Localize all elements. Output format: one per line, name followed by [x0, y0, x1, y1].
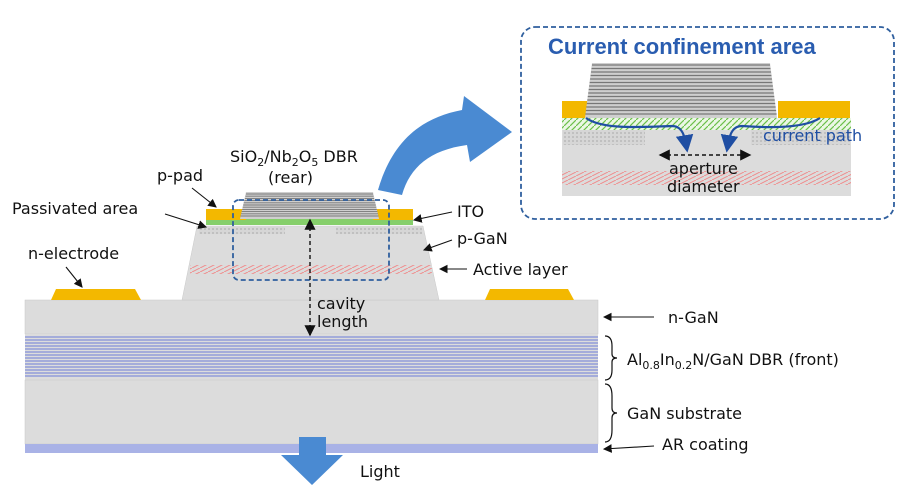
- light-label: Light: [360, 462, 400, 481]
- dbr-rear-stripes: [240, 193, 379, 217]
- n-electrode-left: [51, 289, 141, 300]
- dbr-front-stripes: [25, 336, 598, 377]
- substrate-brace: [604, 383, 618, 443]
- n-electrode-right: [485, 289, 574, 300]
- n-electrode-leader: [65, 266, 83, 288]
- light-arrow: [281, 437, 343, 485]
- ito-label: ITO: [457, 202, 484, 221]
- dbr-front-brace: [604, 335, 618, 381]
- gan-substrate-layer: [24, 379, 599, 445]
- current-path-right: [720, 117, 821, 153]
- dbr-front-label: Al0.8In0.2N/GaN DBR (front): [627, 350, 839, 372]
- dbr-rear-label: SiO2/Nb2O5 DBR: [230, 147, 358, 169]
- n-gan-label: n-GaN: [668, 308, 719, 327]
- dbr-front-layer: [25, 334, 598, 380]
- zoom-box: [232, 199, 390, 281]
- inset-dbr-stripes: [585, 64, 777, 115]
- ar-coating-leader: [602, 444, 655, 453]
- inset-active-layer: [562, 171, 851, 185]
- zoom-arrow: [378, 96, 512, 195]
- dbr-rear-label-line2: (rear): [268, 168, 313, 187]
- aperture-label-1: aperture: [669, 159, 738, 178]
- inset-passivated-left: [563, 130, 645, 145]
- inset-dbr: [585, 63, 777, 118]
- inset-passivated-right: [751, 130, 850, 145]
- cavity-length-label-1: cavity: [317, 294, 365, 313]
- inset-title: Current confinement area: [548, 34, 816, 59]
- substrate-label: GaN substrate: [627, 404, 742, 423]
- active-layer-label: Active layer: [473, 260, 568, 279]
- p-gan-leader: [422, 239, 453, 252]
- aperture-label-2: diameter: [667, 177, 740, 196]
- passivated-area-right: [336, 227, 422, 234]
- current-path-left: [585, 117, 694, 153]
- p-pad-left: [206, 209, 246, 220]
- p-gan-label: p-GaN: [457, 229, 508, 248]
- passivated-leader: [164, 213, 208, 229]
- p-pad-leader: [191, 187, 217, 208]
- ito-leader: [412, 211, 453, 223]
- p-pad-right: [373, 209, 413, 220]
- passivated-label: Passivated area: [12, 199, 138, 218]
- cavity-length-label-2: length: [317, 312, 368, 331]
- n-gan-layer: [24, 299, 599, 335]
- p-pad-label: p-pad: [157, 166, 203, 185]
- passivated-area-left: [199, 227, 285, 234]
- n-electrode-label: n-electrode: [28, 244, 119, 263]
- current-path-label: current path: [763, 126, 862, 145]
- inset-p-pad-right: [778, 101, 850, 118]
- ar-coating-label: AR coating: [662, 435, 749, 454]
- active-layer: [190, 265, 432, 274]
